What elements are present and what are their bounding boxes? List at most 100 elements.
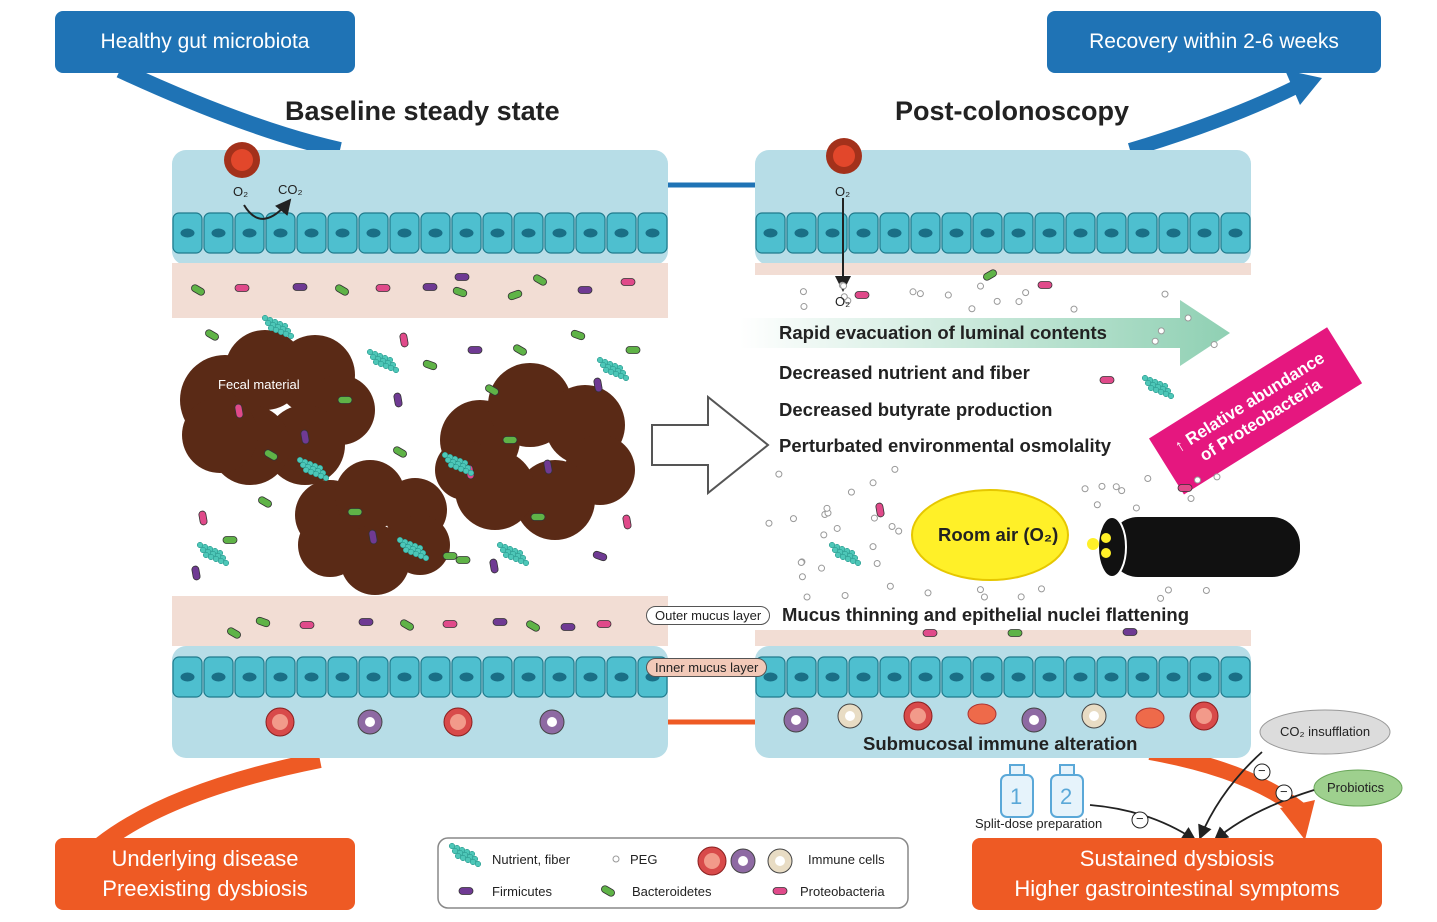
peg-particle bbox=[1164, 586, 1172, 594]
immune-cell-center bbox=[791, 715, 801, 725]
sustained-line2: Higher gastrointestinal symptoms bbox=[1014, 876, 1340, 901]
bacterium bbox=[234, 284, 250, 292]
peg-particle bbox=[1132, 504, 1140, 512]
epithelial-nucleus bbox=[794, 672, 809, 682]
right-bottom-epithelium bbox=[755, 656, 1251, 698]
epithelial-nucleus bbox=[180, 228, 195, 238]
statement-mucus: Mucus thinning and epithelial nuclei fla… bbox=[782, 604, 1190, 625]
bacterium bbox=[442, 552, 458, 560]
bacterium bbox=[854, 291, 870, 299]
bacterium bbox=[399, 332, 409, 348]
bacterium bbox=[205, 329, 219, 341]
nutrient-fiber bbox=[222, 559, 230, 567]
nutrient-fiber bbox=[287, 332, 295, 340]
peg-particle bbox=[924, 589, 932, 597]
epithelial-nucleus bbox=[583, 672, 598, 682]
epithelial-nucleus bbox=[521, 672, 536, 682]
peg-particle bbox=[803, 593, 811, 601]
nutrient-fiber bbox=[474, 860, 482, 868]
peg-particle bbox=[820, 531, 828, 539]
sustained-arrow bbox=[1148, 744, 1305, 817]
peg-particle bbox=[1213, 473, 1221, 481]
bacterium bbox=[983, 269, 997, 281]
peg-particle bbox=[1194, 476, 1202, 484]
epithelial-nucleus bbox=[366, 672, 381, 682]
epithelial-nucleus bbox=[490, 672, 505, 682]
bottle-2 bbox=[1050, 764, 1084, 818]
bacterium bbox=[875, 502, 885, 518]
bacterium bbox=[489, 558, 499, 574]
nutrient-fiber bbox=[1167, 392, 1175, 400]
left-bottom-mucus bbox=[172, 596, 668, 646]
epithelial-nucleus bbox=[335, 228, 350, 238]
room-air-label: Room air (O₂) bbox=[938, 524, 1059, 545]
sustained-box: Sustained dysbiosis Higher gastrointesti… bbox=[972, 838, 1382, 910]
peg-particle bbox=[869, 543, 877, 551]
epithelial-nucleus bbox=[980, 672, 995, 682]
immune-cell-center bbox=[1089, 711, 1099, 721]
epithelial-nucleus bbox=[552, 228, 567, 238]
healthy-to-baseline-arrow bbox=[116, 62, 342, 158]
fecal-label: Fecal material bbox=[218, 377, 300, 392]
epithelial-nucleus bbox=[645, 228, 660, 238]
epithelial-nucleus bbox=[1104, 672, 1119, 682]
minus-co2: − bbox=[1258, 763, 1266, 778]
legend-nutrient: Nutrient, fiber bbox=[492, 852, 571, 867]
peg-particle bbox=[800, 303, 808, 311]
nutrient-fiber bbox=[422, 554, 430, 562]
epithelial-nucleus bbox=[521, 228, 536, 238]
bacterium bbox=[368, 529, 378, 545]
underlying-arrow bbox=[95, 752, 322, 852]
epithelial-nucleus bbox=[397, 672, 412, 682]
bacterium bbox=[375, 284, 391, 292]
peg-particle bbox=[916, 290, 924, 298]
epithelial-nucleus bbox=[335, 672, 350, 682]
co2-label: CO₂ bbox=[278, 182, 303, 197]
statement-immune: Submucosal immune alteration bbox=[863, 733, 1138, 754]
immune-cell-center bbox=[365, 717, 375, 727]
peg-particle bbox=[1157, 327, 1165, 335]
minus-split-dose: − bbox=[1136, 811, 1144, 826]
statement-butyrate: Decreased butyrate production bbox=[779, 399, 1053, 420]
bacterium bbox=[513, 344, 527, 356]
transition-arrow bbox=[651, 394, 770, 496]
epithelial-nucleus bbox=[949, 672, 964, 682]
bacterium bbox=[264, 449, 278, 461]
epithelial-nucleus bbox=[583, 228, 598, 238]
bacterium bbox=[502, 436, 518, 444]
bacterium bbox=[227, 627, 241, 639]
statement-rapid: Rapid evacuation of luminal contents bbox=[779, 322, 1107, 343]
o2-lumen-label: O₂ bbox=[835, 294, 851, 309]
peg-particle bbox=[840, 282, 848, 290]
immune-cell-center bbox=[704, 853, 720, 869]
immune-cell-center bbox=[910, 708, 926, 724]
peg-particle bbox=[869, 479, 877, 487]
probiotics-label: Probiotics bbox=[1327, 780, 1385, 795]
healthy-label: Healthy gut microbiota bbox=[100, 30, 310, 53]
peg-particle bbox=[798, 573, 806, 581]
bacterium bbox=[222, 536, 238, 544]
o2-label-left: O₂ bbox=[233, 184, 249, 199]
right-bottom-tissue bbox=[755, 646, 1251, 758]
peg-particle bbox=[1037, 585, 1045, 593]
bottle-1 bbox=[1000, 764, 1034, 818]
peg-particle bbox=[775, 470, 783, 478]
epithelial-nucleus bbox=[856, 672, 871, 682]
epithelial-nucleus bbox=[918, 228, 933, 238]
peg-particle bbox=[833, 524, 841, 532]
peg-particle bbox=[799, 288, 807, 296]
epithelial-nucleus bbox=[304, 672, 319, 682]
peg-particle bbox=[1210, 341, 1218, 349]
epithelial-nucleus bbox=[1228, 228, 1243, 238]
bacterium bbox=[452, 286, 468, 298]
epithelial-nucleus bbox=[1197, 228, 1212, 238]
bacterium bbox=[1099, 376, 1115, 384]
bacterium bbox=[526, 620, 540, 632]
bacterium bbox=[458, 887, 474, 895]
outer-mucus-tag: Outer mucus layer bbox=[646, 606, 771, 625]
legend-immune: Immune cells bbox=[808, 852, 885, 867]
nutrient-fiber bbox=[467, 469, 475, 477]
bacterium bbox=[601, 885, 615, 897]
epithelial-nucleus bbox=[825, 672, 840, 682]
